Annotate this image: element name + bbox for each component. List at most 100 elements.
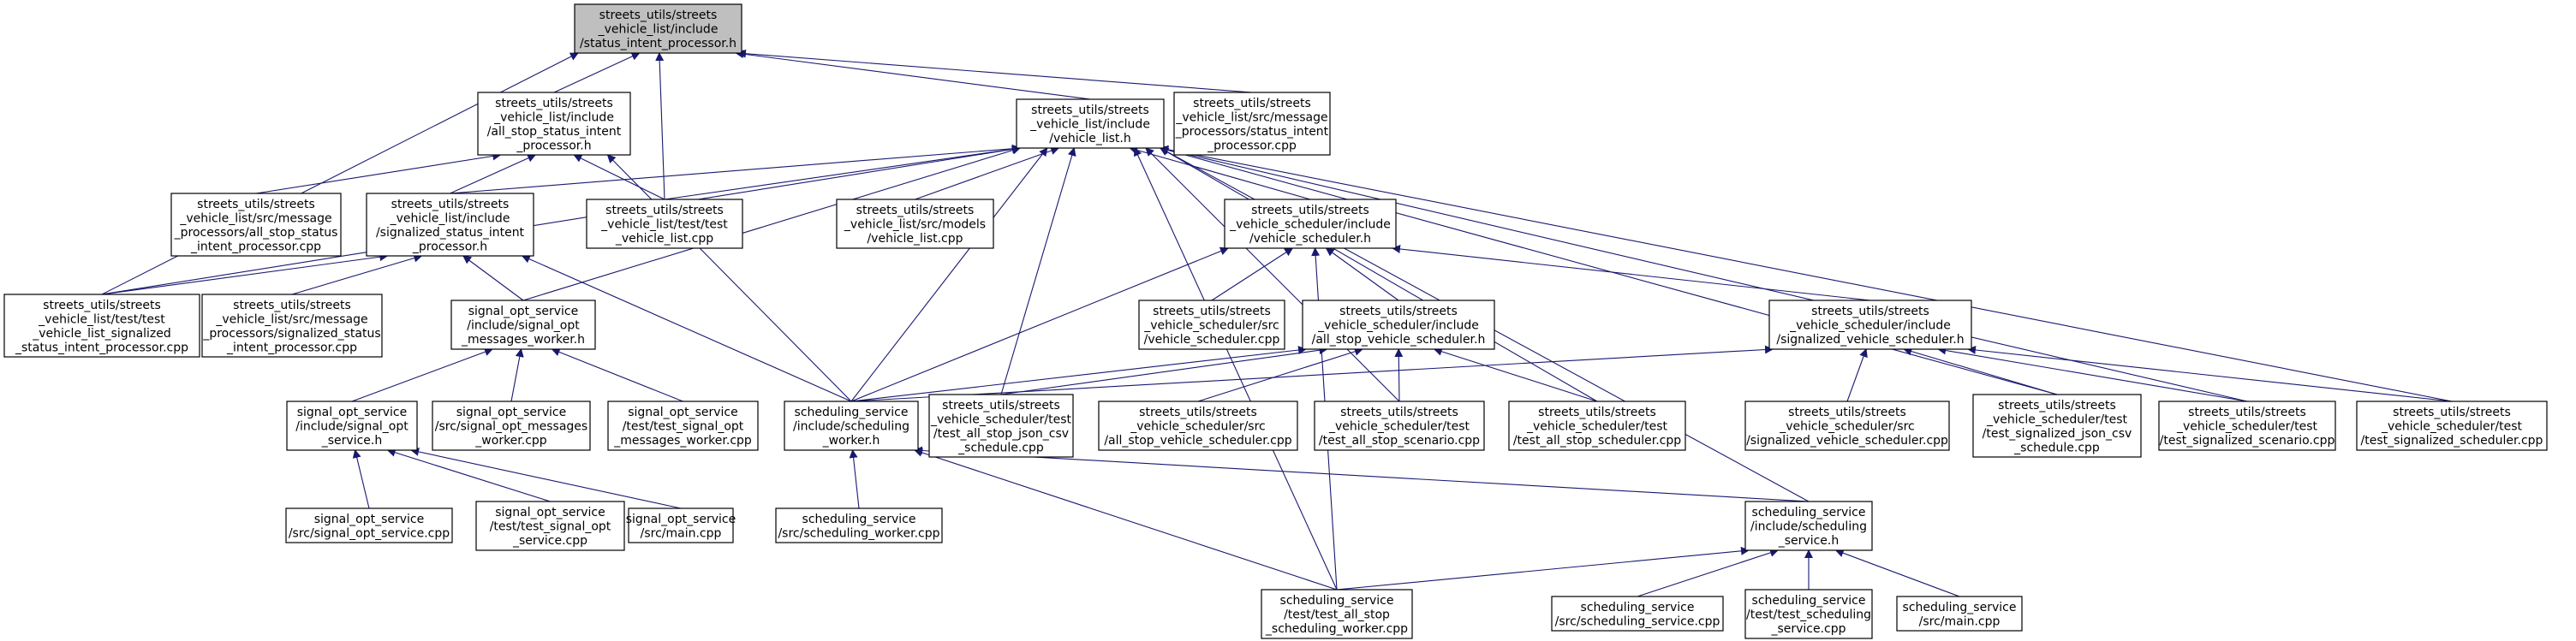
node-label-line: /test/test_signal_opt <box>490 520 611 534</box>
node-test-signal-opt-service-cpp[interactable]: signal_opt_service/test/test_signal_opt_… <box>475 501 625 551</box>
node-vehicle-scheduler-h[interactable]: streets_utils/streets_vehicle_scheduler/… <box>1224 199 1397 249</box>
node-label-line: signal_opt_service <box>297 406 408 419</box>
edge-scheduling-worker-h-to-vehicle-list-h <box>850 147 1048 402</box>
node-scheduling-service-h[interactable]: scheduling_service/include/scheduling_se… <box>1744 501 1873 551</box>
node-signalized-vehicle-scheduler-cpp[interactable]: streets_utils/streets_vehicle_scheduler/… <box>1744 401 1950 451</box>
node-label-line: _vehicle_list_signalized <box>32 327 171 341</box>
node-scheduling-main-cpp[interactable]: scheduling_service/src/main.cpp <box>1896 596 2023 632</box>
node-signalized-vehicle-scheduler-h[interactable]: streets_utils/streets_vehicle_scheduler/… <box>1768 300 1972 350</box>
edge-test-signal-opt-messages-worker-cpp-to-signal-opt-messages-worker-h <box>551 347 683 402</box>
node-label-line: /test_signalized_json_csv <box>1983 427 2132 441</box>
node-test-scheduling-service-cpp[interactable]: scheduling_service/test/test_scheduling_… <box>1744 589 1873 639</box>
node-box <box>784 401 919 451</box>
node-label-line: _vehicle_scheduler/src <box>1779 420 1915 434</box>
node-label-line: streets_utils/streets <box>1811 305 1929 318</box>
edge-scheduling-service-h-to-scheduling-worker-h <box>914 446 1810 502</box>
node-test-vehicle-list-cpp[interactable]: streets_utils/streets_vehicle_list/test/… <box>586 199 743 249</box>
node-label-line: _intent_processor.cpp <box>190 240 321 253</box>
node-scheduling-worker-cpp[interactable]: scheduling_service/src/scheduling_worker… <box>775 507 943 543</box>
node-all-stop-status-intent-processor-cpp[interactable]: streets_utils/streets_vehicle_list/src/m… <box>170 193 342 257</box>
edge-test-vehicle-list-cpp-to-vehicle-list-h <box>664 145 1021 200</box>
node-label-line: signal_opt_service <box>456 406 567 419</box>
edge-signal-opt-messages-worker-h-to-vehicle-list-h <box>522 145 1021 301</box>
node-box <box>1098 401 1298 451</box>
node-label-line: _vehicle_list/src/message <box>215 312 367 326</box>
node-label-line: _processors/all_stop_status <box>174 226 338 240</box>
node-label-line: streets_utils/streets <box>233 299 351 312</box>
node-signalized-status-intent-processor-h[interactable]: streets_utils/streets_vehicle_list/inclu… <box>366 193 534 257</box>
node-label-line: _vehicle_scheduler/test <box>930 412 1071 426</box>
node-label-line: /status_intent_processor.h <box>580 37 736 50</box>
node-label-line: _vehicle_scheduler/include <box>1229 218 1391 232</box>
node-label-line: _vehicle_scheduler/test <box>1526 420 1667 434</box>
node-signalized-status-intent-processor-cpp[interactable]: streets_utils/streets_vehicle_list/src/m… <box>201 294 383 358</box>
node-vehicle-list-src-cpp[interactable]: streets_utils/streets_vehicle_list/src/m… <box>836 199 994 249</box>
node-test-vehicle-list-signalized-cpp[interactable]: streets_utils/streets_vehicle_list/test/… <box>3 294 200 358</box>
node-signal-opt-messages-worker-h[interactable]: signal_opt_service/include/signal_opt_me… <box>450 300 596 350</box>
edge-all-stop-vehicle-scheduler-h-to-vehicle-scheduler-h <box>1325 247 1399 301</box>
node-label-line: /test/test_scheduling <box>1746 608 1871 622</box>
node-scheduling-service-cpp[interactable]: scheduling_service/src/scheduling_servic… <box>1551 596 1724 632</box>
node-label-line: _vehicle_list.cpp <box>615 232 713 246</box>
node-signal-opt-messages-worker-cpp[interactable]: signal_opt_service/src/signal_opt_messag… <box>432 401 591 451</box>
node-label-line: _intent_processor.cpp <box>226 341 357 354</box>
node-box <box>1016 98 1165 149</box>
node-vehicle-list-h[interactable]: streets_utils/streets_vehicle_list/inclu… <box>1016 98 1165 149</box>
edge-test-signalized-scheduler-cpp-to-vehicle-list-h <box>1160 145 2453 402</box>
edge-test-vehicle-list-signalized-cpp-to-vehicle-list-h <box>101 145 1021 295</box>
node-label-line: streets_utils/streets <box>197 198 315 211</box>
node-label-line: _processor.cpp <box>1207 139 1297 152</box>
node-test-all-stop-scheduler-cpp[interactable]: streets_utils/streets_vehicle_scheduler/… <box>1508 401 1686 451</box>
node-status-intent-processor-cpp[interactable]: streets_utils/streets_vehicle_list/src/m… <box>1173 92 1331 156</box>
edge-signalized-status-intent-processor-h-to-vehicle-list-h <box>450 144 1021 194</box>
node-label-line: /include/scheduling <box>793 420 909 434</box>
node-label-line: _status_intent_processor.cpp <box>15 341 188 354</box>
node-label-line: /all_stop_vehicle_scheduler.cpp <box>1104 434 1291 448</box>
node-box <box>1551 596 1724 632</box>
node-label-line: /src/signal_opt_service.cpp <box>289 526 450 540</box>
node-test-all-stop-json-csv-schedule-cpp[interactable]: streets_utils/streets_vehicle_scheduler/… <box>928 394 1074 458</box>
node-label-line: _schedule.cpp <box>2013 441 2100 454</box>
node-label-line: streets_utils/streets <box>1538 406 1656 419</box>
node-test-signalized-json-csv-schedule-cpp[interactable]: streets_utils/streets_vehicle_scheduler/… <box>1972 394 2142 458</box>
node-box <box>366 193 534 257</box>
node-label-line: /signalized_status_intent <box>376 226 525 240</box>
node-vehicle-scheduler-cpp[interactable]: streets_utils/streets_vehicle_scheduler/… <box>1138 300 1285 350</box>
node-label-line: /test_signalized_scenario.cpp <box>2160 434 2335 448</box>
node-label-line: /test_all_stop_json_csv <box>933 427 1069 441</box>
node-all-stop-vehicle-scheduler-cpp[interactable]: streets_utils/streets_vehicle_scheduler/… <box>1098 401 1298 451</box>
node-label-line: _service.cpp <box>1770 622 1846 636</box>
edge-test-signalized-scenario-cpp-to-signalized-vehicle-scheduler-h <box>1937 346 2248 402</box>
node-label-line: _vehicle_list/src/message <box>179 211 331 225</box>
node-signal-opt-service-cpp[interactable]: signal_opt_service/src/signal_opt_servic… <box>285 507 453 543</box>
node-test-signalized-scheduler-cpp[interactable]: streets_utils/streets_vehicle_scheduler/… <box>2356 401 2548 451</box>
node-box <box>477 92 631 156</box>
node-signal-opt-service-h[interactable]: signal_opt_service/include/signal_opt_se… <box>286 401 418 451</box>
node-test-signalized-scenario-cpp[interactable]: streets_utils/streets_vehicle_scheduler/… <box>2158 401 2336 451</box>
node-signal-opt-main-cpp[interactable]: signal_opt_service/src/main.cpp <box>626 507 736 543</box>
node-status-intent-processor-h[interactable]: streets_utils/streets_vehicle_list/inclu… <box>574 3 742 54</box>
edge-all-stop-status-intent-processor-h-to-status-intent-processor-h <box>553 52 641 93</box>
node-test-signal-opt-messages-worker-cpp[interactable]: signal_opt_service/test/test_signal_opt_… <box>607 401 759 451</box>
node-label-line: streets_utils/streets <box>942 399 1060 412</box>
edge-scheduling-worker-h-to-signalized-vehicle-scheduler-h <box>850 345 1774 402</box>
node-all-stop-vehicle-scheduler-h[interactable]: streets_utils/streets_vehicle_scheduler/… <box>1302 300 1495 350</box>
edge-test-all-stop-scheduling-worker-cpp-to-scheduling-service-h <box>1336 546 1750 591</box>
node-label-line: _worker.h <box>822 434 880 448</box>
node-box <box>607 401 759 451</box>
node-box <box>1173 92 1331 156</box>
node-label-line: /include/signal_opt <box>295 420 408 434</box>
node-test-all-stop-scheduling-worker-cpp[interactable]: scheduling_service/test/test_all_stop_sc… <box>1261 589 1413 639</box>
node-test-all-stop-scenario-cpp[interactable]: streets_utils/streets_vehicle_scheduler/… <box>1314 401 1485 451</box>
node-scheduling-worker-h[interactable]: scheduling_service/include/scheduling_wo… <box>784 401 919 451</box>
edge-vehicle-scheduler-cpp-to-vehicle-scheduler-h <box>1211 247 1294 301</box>
node-box <box>1508 401 1686 451</box>
edge-test-signalized-scheduler-cpp-to-signalized-vehicle-scheduler-h <box>1967 345 2453 402</box>
node-label-line: streets_utils/streets <box>605 204 724 217</box>
node-label-line: scheduling_service <box>795 406 909 419</box>
node-label-line: _vehicle_scheduler/src <box>1130 420 1266 434</box>
node-label-line: _vehicle_list/test/test <box>38 312 165 326</box>
node-all-stop-status-intent-processor-h[interactable]: streets_utils/streets_vehicle_list/inclu… <box>477 92 631 156</box>
node-label-line: _vehicle_scheduler/include <box>1789 319 1951 333</box>
edge-test-all-stop-json-csv-schedule-cpp-to-vehicle-list-h <box>1000 147 1076 395</box>
